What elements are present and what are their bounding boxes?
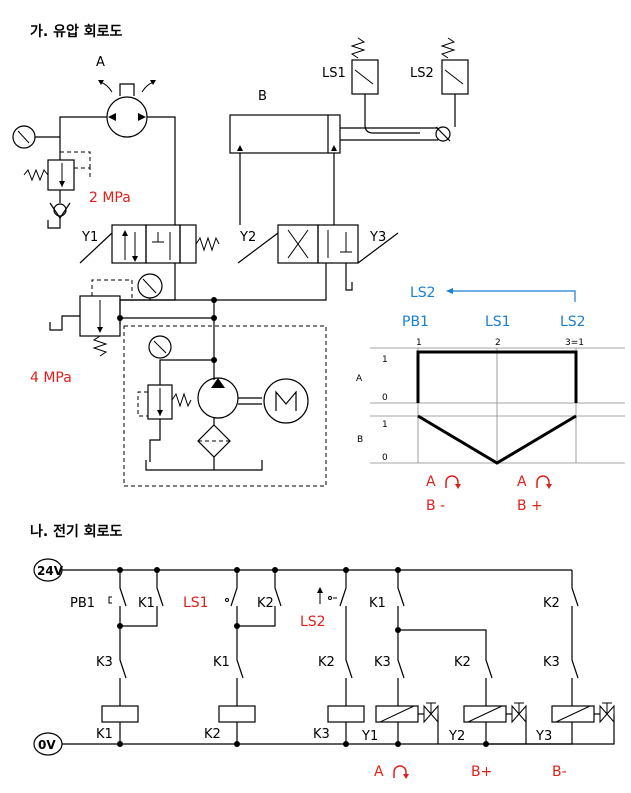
- seq-header-pb1: PB1: [402, 314, 429, 330]
- directional-valve-y2-y3: Y2 Y3: [237, 224, 399, 264]
- hydraulic-motor-a: A: [96, 55, 156, 138]
- cylinder-b: B: [229, 89, 451, 154]
- seq-b-zero: 0: [382, 453, 388, 463]
- seq-note-left-a: A: [426, 474, 436, 490]
- seq-note-left-b: B -: [426, 498, 445, 514]
- seq-row-a: A: [356, 374, 363, 384]
- relief-valve-2mpa: [23, 151, 91, 191]
- seq-header-ls1: LS1: [485, 314, 511, 330]
- k3-coil-label: K3: [313, 727, 330, 742]
- output-bplus-label: B+: [471, 764, 492, 780]
- check-valve-left: [49, 202, 71, 220]
- svg-text:24V: 24V: [37, 564, 64, 578]
- rotate-icon: [393, 765, 407, 778]
- directional-valve-y1: Y1: [79, 224, 220, 264]
- valve-y3-label: Y3: [369, 230, 386, 245]
- motor-a-label: A: [96, 55, 105, 70]
- cylinder-b-label: B: [258, 89, 267, 104]
- valve-icon: [423, 704, 439, 724]
- seq-header-ls2: LS2: [560, 314, 586, 330]
- seq-trace-a: [416, 350, 578, 403]
- output-bminus-label: B-: [552, 764, 567, 780]
- k2-contact-label-2: K2: [318, 655, 335, 670]
- pressure-gauge-unit: [148, 335, 172, 359]
- limit-switch-ls2: LS2: [410, 37, 469, 127]
- relief-valve-unit: [137, 384, 192, 420]
- seq-note-right-a: A: [517, 474, 527, 490]
- branch-y1-y2: K1 K3 K2 Y1 Y2: [361, 570, 527, 744]
- branch-k2: LS1 K2 K1 K2: [183, 570, 282, 744]
- pressure-2mpa-label: 2 MPa: [89, 190, 131, 206]
- k2-contact-label-3: K2: [454, 655, 471, 670]
- pressure-4mpa-label: 4 MPa: [30, 370, 72, 386]
- limit-switch-ls1: LS1: [322, 37, 420, 134]
- branch-k1: PB1 K1 K3 K1: [70, 570, 164, 744]
- supply-0v: 0V: [33, 732, 63, 756]
- rotate-icon: [445, 475, 459, 488]
- sequence-diagram: LS2 PB1 LS1 LS2 1 2 3=1 A B 1 0 1 0 A B …: [356, 285, 625, 514]
- seq-step-3: 3=1: [565, 338, 584, 348]
- k2-contact-label-1: K2: [257, 596, 274, 611]
- k1-contact-label-2: K1: [213, 655, 230, 670]
- valve-y2-label: Y2: [239, 230, 256, 245]
- seq-ls2-arrow-label: LS2: [410, 285, 436, 301]
- seq-trace-b: [417, 414, 577, 465]
- pump: [197, 377, 239, 419]
- supply-24v: 24V: [33, 558, 64, 582]
- electric-motor: [263, 378, 309, 424]
- seq-step-1: 1: [416, 338, 422, 348]
- pressure-gauge-main: [137, 273, 163, 300]
- rotate-icon: [536, 475, 550, 488]
- valve-icon: [599, 704, 615, 724]
- seq-b-one: 1: [382, 420, 388, 430]
- branch-y3: K2 K3 Y3: [486, 570, 615, 745]
- valve-icon: [511, 704, 527, 724]
- filter: [197, 424, 231, 458]
- pressure-gauge-left: [12, 125, 36, 149]
- k3-contact-label-2: K3: [374, 655, 391, 670]
- seq-row-b: B: [357, 435, 363, 445]
- svg-text:0V: 0V: [38, 738, 56, 752]
- k1-coil-label: K1: [96, 727, 113, 742]
- electric-title: 나. 전기 회로도: [30, 523, 122, 540]
- hydraulic-title: 가. 유압 회로도: [30, 24, 122, 40]
- k1-contact-label-3: K1: [369, 596, 386, 611]
- k2-coil-label: K2: [204, 727, 221, 742]
- power-unit-boundary: [123, 325, 327, 487]
- reservoir: [145, 460, 263, 471]
- seq-step-2: 2: [495, 338, 501, 348]
- ls2-label-hyd: LS2: [410, 66, 434, 81]
- seq-note-right-b: B +: [517, 498, 543, 514]
- k2-contact-label-4: K2: [543, 596, 560, 611]
- k3-contact-label-3: K3: [543, 655, 560, 670]
- k1-contact-label-1: K1: [138, 596, 155, 611]
- seq-a-zero: 0: [382, 393, 388, 403]
- k3-contact-label-1: K3: [96, 655, 113, 670]
- valve-y1-label: Y1: [81, 230, 98, 245]
- ls1-label-elec: LS1: [183, 595, 209, 611]
- output-a-label: A: [374, 764, 384, 780]
- seq-a-one: 1: [382, 355, 388, 365]
- ls1-label-hyd: LS1: [322, 66, 346, 81]
- y3-label-elec: Y3: [535, 729, 552, 744]
- branch-k3: LS2 K2 K3: [300, 570, 365, 744]
- y1-label-elec: Y1: [361, 729, 378, 744]
- pb1-label: PB1: [70, 596, 95, 611]
- y2-label-elec: Y2: [448, 729, 465, 744]
- ls2-label-elec: LS2: [300, 614, 326, 630]
